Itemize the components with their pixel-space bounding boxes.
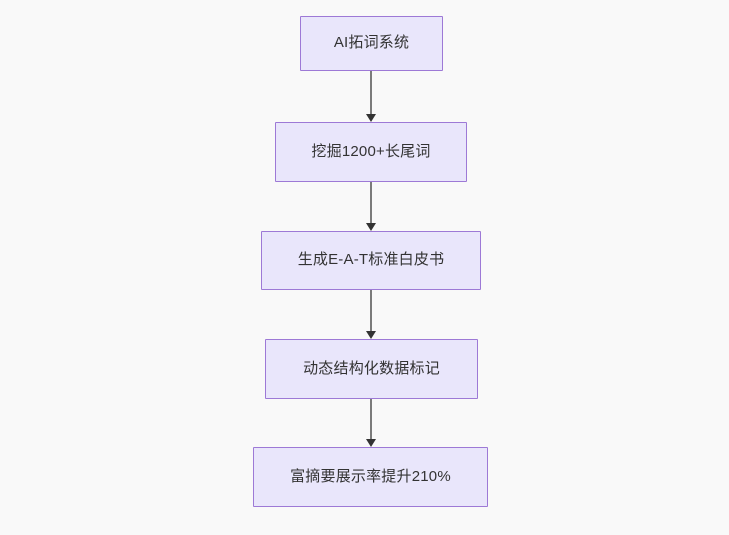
- arrow-down-icon: [366, 223, 376, 231]
- flow-edge-n4-n5: [363, 399, 379, 447]
- arrow-down-icon: [366, 331, 376, 339]
- flow-node-generate-eat-whitepaper[interactable]: 生成E-A-T标准白皮书: [261, 231, 481, 290]
- flow-edge-n2-n3: [363, 182, 379, 231]
- edge-line: [370, 71, 372, 114]
- flow-node-label: 挖掘1200+长尾词: [311, 142, 431, 160]
- flow-node-label: 动态结构化数据标记: [303, 359, 440, 377]
- flow-node-dynamic-structured-data-markup[interactable]: 动态结构化数据标记: [265, 339, 478, 399]
- arrow-down-icon: [366, 439, 376, 447]
- flow-node-mine-longtail-keywords[interactable]: 挖掘1200+长尾词: [275, 122, 467, 182]
- flow-node-ai-keyword-system[interactable]: AI拓词系统: [300, 16, 443, 71]
- flow-node-label: 富摘要展示率提升210%: [290, 467, 451, 485]
- flow-edge-n1-n2: [363, 71, 379, 122]
- arrow-down-icon: [366, 114, 376, 122]
- edge-line: [370, 182, 372, 223]
- flow-edge-n3-n4: [363, 290, 379, 339]
- edge-line: [370, 399, 372, 439]
- flow-node-label: 生成E-A-T标准白皮书: [297, 251, 445, 269]
- flow-node-label: AI拓词系统: [333, 34, 410, 52]
- flow-node-rich-snippet-impression-lift[interactable]: 富摘要展示率提升210%: [253, 447, 488, 507]
- edge-line: [370, 290, 372, 331]
